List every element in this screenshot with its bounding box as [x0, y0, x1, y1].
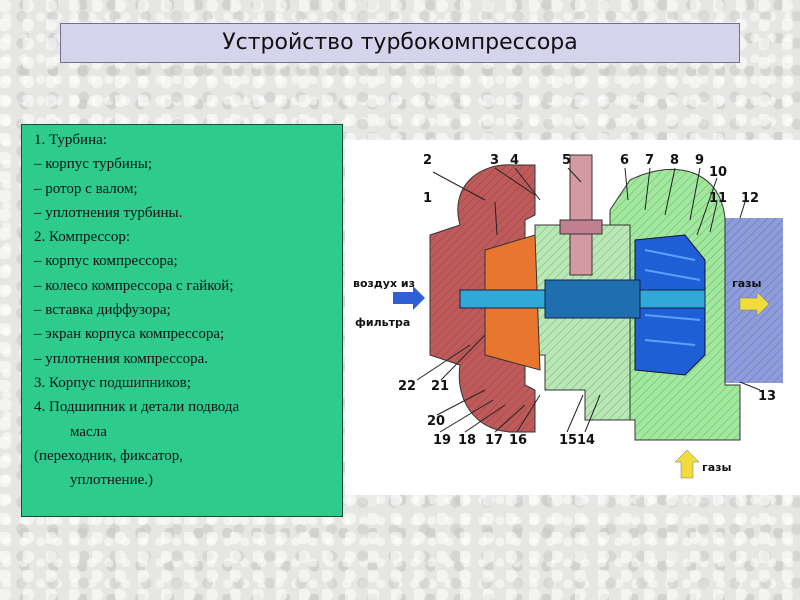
legend-line: – вставка диффузора;	[34, 302, 171, 319]
gas-inlet-label: газы	[702, 461, 732, 474]
legend-line: – уплотнения компрессора.	[34, 350, 209, 367]
callout-17: 17	[485, 433, 503, 448]
callout-3: 3	[490, 153, 499, 168]
legend-line: 1. Турбина:	[34, 132, 107, 148]
legend-line: – колесо компрессора с гайкой;	[34, 277, 234, 294]
callout-20: 20	[427, 414, 445, 429]
legend-line: – экран корпуса компрессора;	[34, 326, 225, 343]
callout-14: 14	[577, 433, 595, 448]
legend-line: – корпус компрессора;	[34, 253, 178, 270]
callout-8: 8	[670, 153, 679, 168]
air-inlet-arrow	[393, 286, 425, 310]
callout-13: 13	[758, 389, 776, 404]
callout-10: 10	[709, 165, 727, 180]
callout-1: 1	[423, 191, 432, 206]
callout-leaders	[416, 167, 761, 433]
gas-outlet-label: газы	[732, 277, 762, 290]
parts-legend: 1. Турбина: – корпус турбины; – ротор с ва…	[21, 124, 343, 517]
callout-11: 11	[709, 191, 727, 206]
legend-line: (переходник, фиксатор,	[34, 447, 183, 464]
callout-5: 5	[562, 153, 571, 168]
legend-line: – корпус турбины;	[34, 156, 153, 173]
callout-22: 22	[398, 379, 416, 394]
callout-9: 9	[695, 153, 704, 168]
callout-4: 4	[510, 153, 519, 168]
callout-6: 6	[620, 153, 629, 168]
turbocharger-diagram: 1 2 3 4 5 6 7 8 9 10 11 12 13 14 15 16 1…	[345, 140, 800, 495]
callout-21: 21	[431, 379, 449, 394]
legend-line: масла	[70, 423, 107, 440]
gas-outlet-arrow	[739, 291, 770, 317]
legend-line: 4. Подшипник и детали подвода	[34, 399, 240, 416]
slide-title: Устройство турбокомпрессора	[60, 23, 740, 63]
air-inlet-label-2: фильтра	[355, 316, 410, 329]
callout-15: 15	[559, 433, 577, 448]
legend-line: 3. Корпус подшипников;	[34, 374, 191, 391]
legend-line: 2. Компрессор:	[34, 229, 131, 246]
legend-line: – уплотнения турбины.	[34, 204, 183, 221]
gas-inlet-arrow	[674, 449, 700, 479]
legend-line: уплотнение.)	[70, 472, 154, 489]
callout-7: 7	[645, 153, 654, 168]
callout-16: 16	[509, 433, 527, 448]
turbocharger-cutaway: 1 2 3 4 5 6 7 8 9 10 11 12 13 14 15 16 1…	[353, 153, 783, 479]
callout-12: 12	[741, 191, 759, 206]
callout-2: 2	[423, 153, 432, 168]
air-inlet-label-1: воздух из	[353, 277, 415, 290]
legend-line: – ротор с валом;	[34, 180, 138, 197]
callout-19: 19	[433, 433, 451, 448]
oil-feed-bolt	[569, 154, 593, 276]
callout-18: 18	[458, 433, 476, 448]
